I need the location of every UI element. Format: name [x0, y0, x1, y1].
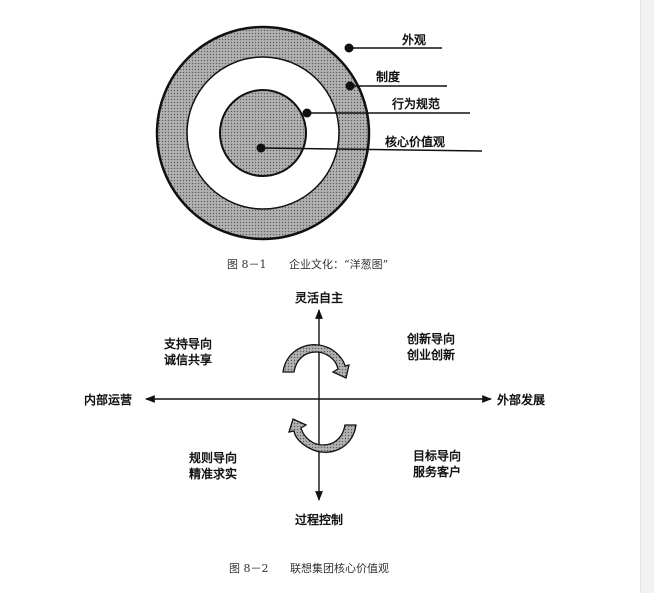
axis-label-left: 内部运营 [84, 392, 132, 407]
axis-label-bottom: 过程控制 [295, 512, 343, 527]
curved-arrow-top-icon [282, 344, 350, 379]
figure2-caption: 图 8－2 联想集团核心价值观 [229, 561, 389, 575]
label-core-values: 核心价值观 [385, 134, 445, 149]
axis-label-right: 外部发展 [497, 392, 545, 407]
leader-line-core [260, 147, 483, 152]
onion-diagram: 外观 制度 行为规范 核心价值观 [155, 25, 483, 241]
quadrant-top-right-line2: 创业创新 [406, 347, 455, 362]
quadrant-top-right-line1: 创新导向 [406, 331, 455, 346]
quadrant-top-right: 创新导向 创业创新 [406, 331, 455, 362]
quadrant-bottom-right-line1: 目标导向 [413, 448, 461, 463]
quadrant-bottom-left-line2: 精准求实 [189, 466, 237, 481]
label-appearance: 外观 [402, 32, 426, 47]
figure1-caption-number: 图 8－1 [227, 258, 267, 271]
figure1-caption-text: 企业文化：“洋葱图” [289, 257, 388, 271]
axis-label-top: 灵活自主 [295, 290, 343, 305]
figure1-caption: 图 8－1 企业文化：“洋葱图” [227, 257, 388, 271]
quadrant-top-left-line1: 支持导向 [163, 336, 212, 351]
curved-arrow-bottom-icon [288, 418, 357, 453]
quadrant-bottom-right: 目标导向 服务客户 [413, 448, 461, 479]
quadrant-bottom-left-line1: 规则导向 [189, 450, 237, 465]
quadrant-bottom-right-line2: 服务客户 [413, 464, 461, 479]
inner-core [219, 89, 307, 177]
quadrant-diagram: 灵活自主 过程控制 内部运营 外部发展 支持导向 诚信共享 创新导向 创业创新 … [84, 290, 545, 527]
document-figures: 外观 制度 行为规范 核心价值观 图 8－1 企业文化：“洋葱图” 灵活自主 过… [84, 25, 545, 575]
quadrant-bottom-left: 规则导向 精准求实 [189, 450, 237, 481]
window-scrollbar[interactable] [640, 0, 654, 593]
quadrant-top-left-line2: 诚信共享 [164, 352, 212, 367]
label-behavior-norms: 行为规范 [391, 96, 440, 111]
quadrant-top-left: 支持导向 诚信共享 [163, 336, 212, 367]
figure2-caption-text: 联想集团核心价值观 [290, 561, 389, 575]
figure2-caption-number: 图 8－2 [229, 562, 269, 575]
label-system: 制度 [376, 69, 401, 84]
document-page: 外观 制度 行为规范 核心价值观 图 8－1 企业文化：“洋葱图” 灵活自主 过… [84, 25, 546, 575]
